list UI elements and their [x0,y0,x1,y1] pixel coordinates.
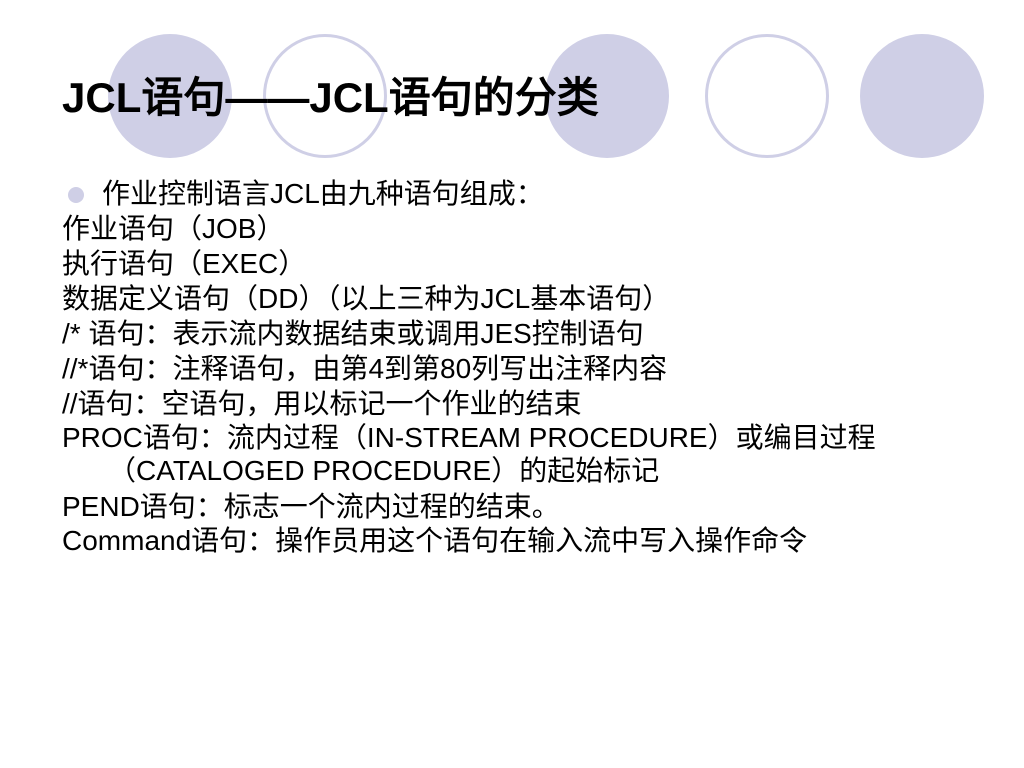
bullet-text: 作业控制语言JCL由九种语句组成： [102,178,544,209]
statement-line-pend: PEND语句：标志一个流内过程的结束。 [62,491,560,522]
bullet-icon [68,187,84,203]
statement-line-proc: PROC语句：流内过程（IN-STREAM PROCEDURE）或编目过程（CA… [62,422,876,486]
statement-line-delimiter: /* 语句：表示流内数据结束或调用JES控制语句 [62,318,644,349]
statement-line-comment: //*语句：注释语句，由第4到第80列写出注释内容 [62,353,668,384]
statement-line-job: 作业语句（JOB） [62,213,285,244]
statement-line-null: //语句：空语句，用以标记一个作业的结束 [62,388,582,419]
statement-line-command: Command语句：操作员用这个语句在输入流中写入操作命令 [62,525,808,556]
decorative-circle [545,34,669,158]
slide-title: JCL语句——JCL语句的分类 [62,74,599,121]
bullet-item: 作业控制语言JCL由九种语句组成： [62,176,962,211]
statement-line-dd: 数据定义语句（DD）（以上三种为JCL基本语句） [62,283,671,314]
statement-line-exec: 执行语句（EXEC） [62,248,307,279]
decorative-circle-outline [263,34,387,158]
slide-content: 作业控制语言JCL由九种语句组成： 作业语句（JOB） 执行语句（EXEC） 数… [62,176,962,559]
decorative-circle-outline [705,34,829,158]
decorative-circle [860,34,984,158]
decorative-circle [108,34,232,158]
